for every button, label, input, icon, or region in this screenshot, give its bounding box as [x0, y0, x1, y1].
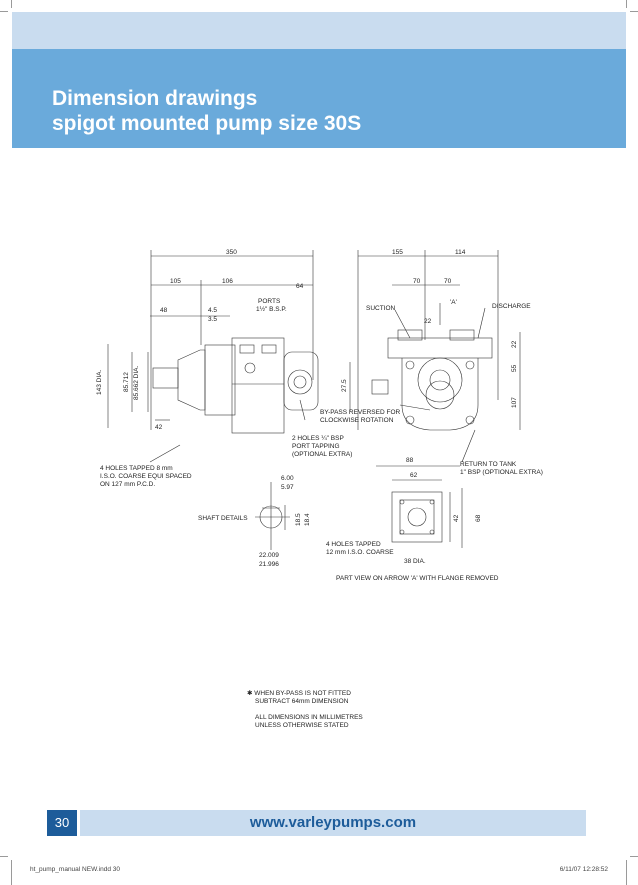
- dim-106: 106: [222, 278, 233, 285]
- title-line-1: Dimension drawings: [52, 87, 258, 110]
- dim-3-5: 3.5: [208, 316, 217, 323]
- label-shaft-details: SHAFT DETAILS: [198, 515, 248, 522]
- page-title: Dimension drawings spigot mounted pump s…: [52, 86, 361, 136]
- dim-70-left: 70: [413, 278, 421, 285]
- dim-155: 155: [392, 249, 403, 256]
- note-4: UNLESS OTHERWISE STATED: [255, 722, 349, 729]
- dim-114: 114: [455, 249, 466, 256]
- dim-38-dia: 38 DIA.: [404, 558, 426, 565]
- label-tapped-1: 4 HOLES TAPPED 8 mm: [100, 465, 173, 472]
- note-1: ✱ WHEN BY-PASS IS NOT FITTED: [247, 689, 351, 697]
- dim-42-flange: 42: [453, 514, 460, 522]
- dim-42: 42: [155, 424, 163, 431]
- dim-64: 64: [296, 283, 304, 290]
- crop-mark: [630, 11, 638, 12]
- dim-85-712: 85.712: [123, 372, 130, 392]
- page-number: 30: [47, 810, 77, 836]
- crop-mark: [11, 0, 12, 8]
- dim-18-4: 18.4: [304, 513, 311, 526]
- dim-18-5: 18.5: [295, 513, 302, 526]
- website-link[interactable]: www.varleypumps.com: [249, 814, 417, 831]
- dim-22-vert: 22: [511, 340, 518, 348]
- label-discharge: DISCHARGE: [492, 303, 531, 310]
- dim-4-5: 4.5: [208, 307, 217, 314]
- crop-mark: [0, 856, 8, 857]
- label-tapped-3: ON 127 mm P.C.D.: [100, 481, 155, 488]
- crop-mark: [0, 11, 8, 12]
- dim-62: 62: [410, 472, 418, 479]
- dim-48: 48: [160, 307, 168, 314]
- note-2: SUBTRACT 64mm DIMENSION: [255, 698, 349, 705]
- label-ports: PORTS: [258, 298, 281, 305]
- dim-68: 68: [475, 514, 482, 522]
- dim-5-97: 5.97: [281, 484, 294, 491]
- dim-22-009: 22.009: [259, 552, 279, 559]
- label-flange-2: 12 mm I.S.O. COARSE: [326, 549, 394, 556]
- crop-mark: [626, 860, 627, 885]
- label-ports-size: 1½" B.S.P.: [256, 305, 287, 313]
- crop-mark: [630, 856, 638, 857]
- header-title-band: [12, 49, 626, 148]
- note-3: ALL DIMENSIONS IN MILLIMETRES: [255, 714, 363, 721]
- label-bypass-1: BY-PASS REVERSED FOR: [320, 409, 400, 416]
- dim-143-dia: 143 DIA.: [96, 370, 103, 395]
- footer-band: www.varleypumps.com: [80, 810, 586, 836]
- dim-55: 55: [511, 364, 518, 372]
- header-top-band: [12, 12, 626, 49]
- crop-mark: [11, 860, 12, 885]
- dim-21-996: 21.996: [259, 561, 279, 568]
- label-holes-2: PORT TAPPING: [292, 443, 340, 450]
- dim-107: 107: [511, 397, 518, 408]
- dim-6-00: 6.00: [281, 475, 294, 482]
- title-line-2: spigot mounted pump size 30S: [52, 112, 362, 135]
- label-tapped-2: I.S.O. COARSE EQUI SPACED: [100, 473, 192, 480]
- label-part-view: PART VIEW ON ARROW 'A' WITH FLANGE REMOV…: [336, 575, 499, 582]
- file-slug: ht_pump_manual NEW.indd 30: [30, 866, 120, 873]
- dim-22: 22: [424, 318, 432, 325]
- label-flange-1: 4 HOLES TAPPED: [326, 541, 381, 548]
- crop-mark: [626, 0, 627, 8]
- dim-350: 350: [226, 249, 237, 256]
- label-return-1: RETURN TO TANK: [460, 461, 517, 468]
- dim-88: 88: [406, 457, 414, 464]
- dim-arrow-a: 'A': [450, 299, 457, 306]
- dim-70-right: 70: [444, 278, 452, 285]
- label-return-2: 1" BSP (OPTIONAL EXTRA): [460, 469, 543, 476]
- label-bypass-2: CLOCKWISE ROTATION: [320, 417, 394, 424]
- date-slug: 6/11/07 12:28:52: [559, 866, 608, 873]
- dim-27-5: 27.5: [341, 379, 348, 392]
- label-holes-1: 2 HOLES ¼" BSP: [292, 435, 344, 442]
- dim-105: 105: [170, 278, 181, 285]
- label-holes-3: (OPTIONAL EXTRA): [292, 451, 352, 458]
- label-suction: SUCTION: [366, 305, 396, 312]
- dim-85-662: 85.662 DIA.: [133, 365, 140, 400]
